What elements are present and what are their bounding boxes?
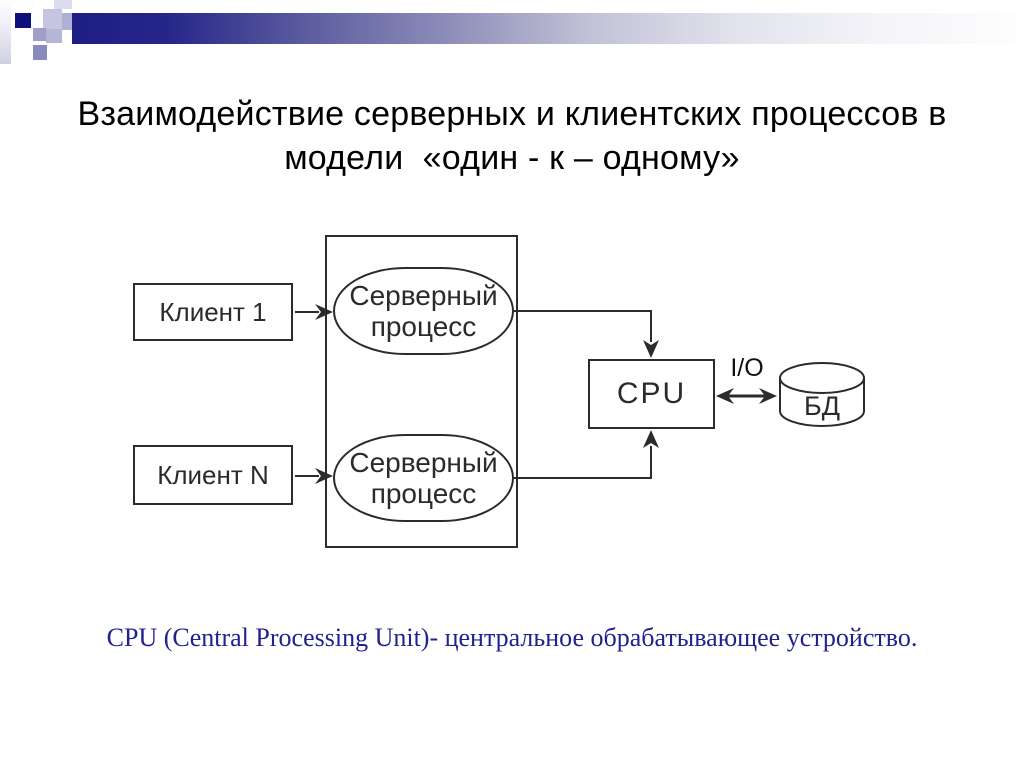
clientN-label: Клиент N	[157, 459, 269, 490]
clientN-box: Клиент N	[133, 445, 293, 505]
database-cylinder-top	[779, 362, 865, 394]
database-label: БД	[803, 391, 840, 421]
connector-server-bottom-to-cpu	[514, 446, 652, 479]
header-gradient-bar	[72, 13, 1024, 44]
decor-square-purple	[33, 45, 47, 60]
cpu-box: CPU	[588, 359, 715, 429]
decor-left-strip	[0, 0, 11, 64]
decor-square-medium-1	[33, 28, 46, 41]
slide-title: Взаимодействие серверных и клиентских пр…	[40, 92, 984, 180]
server-process-bottom-line2: процесс	[370, 478, 477, 509]
client1-label: Клиент 1	[159, 296, 267, 327]
slide-title-line2: модели «один - к – одному»	[284, 139, 740, 177]
server-container-box	[325, 235, 518, 548]
decor-square-light-top	[54, 0, 72, 9]
io-label: I/O	[730, 354, 764, 382]
server-process-ellipse-bottom: Серверный процесс	[333, 434, 514, 522]
cpu-label: CPU	[616, 377, 687, 410]
client1-box: Клиент 1	[133, 283, 293, 341]
slide-title-line1: Взаимодействие серверных и клиентских пр…	[77, 95, 947, 133]
decor-square-medium-2	[46, 29, 62, 43]
server-process-top-line2: процесс	[370, 311, 477, 342]
server-process-ellipse-top: Серверный процесс	[333, 267, 514, 355]
decor-square-light	[43, 9, 62, 29]
io-arrow-left-head	[716, 388, 734, 404]
server-process-top-line1: Серверный	[349, 280, 498, 311]
io-arrow-right-head	[759, 388, 777, 404]
arrow-into-cpu-top-head	[643, 340, 659, 358]
connector-server-top-to-cpu	[514, 310, 652, 342]
decor-square-medium-3	[62, 13, 74, 30]
server-process-bottom-line1: Серверный	[349, 447, 498, 478]
arrow-into-cpu-bottom-head	[643, 430, 659, 448]
decor-square-dark	[15, 13, 31, 28]
slide-caption: CPU (Central Processing Unit)- центральн…	[106, 623, 918, 652]
